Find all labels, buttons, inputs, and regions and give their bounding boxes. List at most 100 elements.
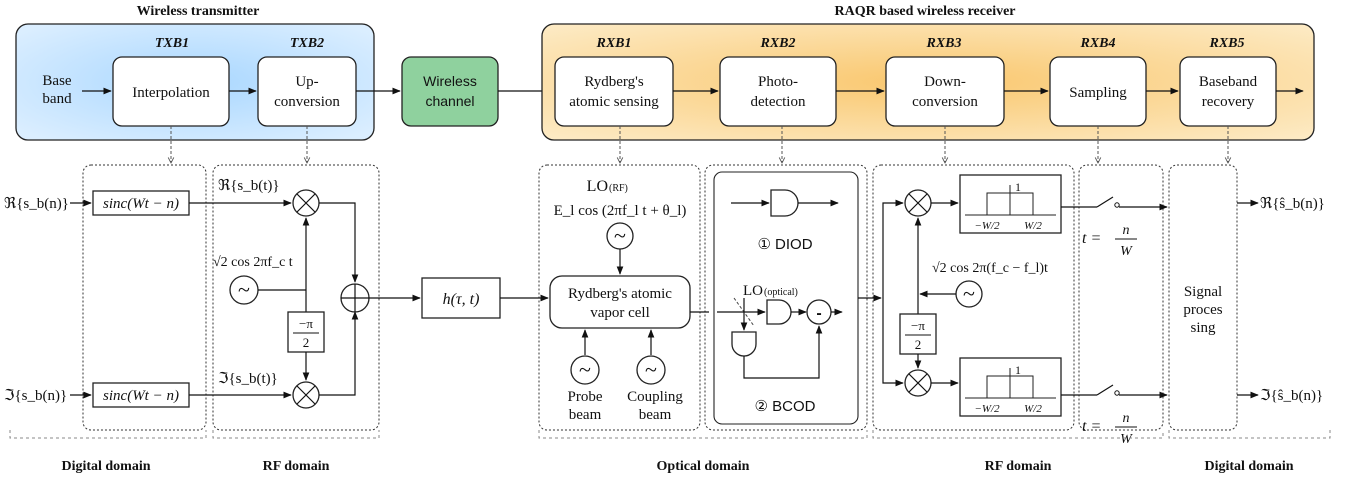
bcod-detector-top-icon: [766, 299, 792, 325]
signal-processing-line3: sing: [1190, 320, 1216, 336]
txb2-line2: conversion: [274, 94, 340, 110]
domain-label-rf-tx: RF domain: [263, 459, 330, 474]
sampling-bottom-den: W: [1120, 432, 1133, 447]
baseband-input-line2: band: [42, 91, 72, 107]
coupling-beam-icon: [636, 355, 666, 385]
sampling-switch-top[interactable]: [1096, 196, 1114, 208]
filter-bottom-left: −W/2: [974, 403, 1000, 415]
lo-field-expr: E_l cos (2πf_l t + θ_l): [554, 203, 687, 219]
rxb3-line2: conversion: [912, 94, 978, 110]
lo-rf-label: LO: [587, 178, 608, 195]
signal-processing-line2: proces: [1183, 302, 1222, 318]
probe-line2: beam: [569, 407, 602, 423]
signal-processing-line1: Signal: [1184, 284, 1222, 300]
rxb5-line1: Baseband: [1199, 74, 1258, 90]
rxb5-line2: recovery: [1202, 94, 1255, 110]
filter-top-right: W/2: [1024, 220, 1042, 232]
rxb4-tag: RXB4: [1079, 36, 1115, 51]
digital-rx-panel: [1168, 164, 1238, 431]
coupling-osc-symbol: ~: [645, 357, 657, 382]
txb2-tag: TXB2: [290, 36, 324, 51]
tx-osc-symbol: ~: [238, 277, 250, 302]
digital-tx-panel: [82, 164, 207, 431]
coupling-line2: beam: [639, 407, 672, 423]
sampling-panel: [1078, 164, 1164, 431]
txb2-line1: Up-: [295, 74, 318, 90]
tx-phase-den: 2: [303, 335, 310, 350]
rf-imag-label: ℑ{s_b(t)}: [218, 371, 278, 387]
channel-impulse-label: h(τ, t): [443, 291, 480, 308]
sampling-switch-bottom[interactable]: [1096, 384, 1114, 396]
rxb4-label: Sampling: [1069, 85, 1127, 101]
rx-osc-symbol: ~: [963, 281, 975, 306]
sampling-top-num: n: [1123, 223, 1130, 238]
txb2-upconversion-block[interactable]: [257, 56, 357, 127]
tx-phase-num: −π: [299, 316, 313, 331]
domain-bracket-rf-rx: [872, 430, 1164, 439]
rxb5-tag: RXB5: [1208, 36, 1244, 51]
sampling-bottom-t: t =: [1082, 418, 1101, 435]
rf-real-label: ℜ{s_b(t)}: [218, 178, 280, 194]
rxb3-downconversion-block[interactable]: [885, 56, 1005, 127]
tx-oscillator-expr: √2 cos 2πf_c t: [213, 255, 293, 270]
diod-label: ① DIOD: [757, 236, 812, 253]
rx-phase-den: 2: [915, 337, 922, 352]
rxb2-tag: RXB2: [759, 36, 795, 51]
domain-label-rf-rx: RF domain: [985, 459, 1052, 474]
bcod-minus-symbol: -: [816, 305, 821, 322]
rxb2-photodetection-block[interactable]: [719, 56, 837, 127]
filter-bottom-right: W/2: [1024, 403, 1042, 415]
probe-osc-symbol: ~: [579, 357, 591, 382]
output-real-label: ℜ{ŝ_b(n)}: [1260, 196, 1325, 212]
input-imag-label: ℑ{s_b(n)}: [4, 388, 67, 404]
rxb1-atomic-sensing-block[interactable]: [554, 56, 674, 127]
txb1-tag: TXB1: [155, 36, 189, 51]
rx-oscillator-expr: √2 cos 2π(f_c − f_l)t: [932, 261, 1048, 276]
channel-line1: Wireless: [423, 73, 477, 89]
domain-bracket-optical: [538, 430, 868, 439]
domain-label-digital-tx: Digital domain: [61, 459, 150, 474]
transmitter-title: Wireless transmitter: [137, 4, 260, 19]
probe-line1: Probe: [568, 389, 603, 405]
domain-bracket-digital-rx: [1168, 430, 1331, 439]
rx-phase-num: −π: [911, 318, 925, 333]
output-imag-label: ℑ{ŝ_b(n)}: [1260, 388, 1323, 404]
sampling-top-den: W: [1120, 244, 1133, 259]
vapor-cell-block[interactable]: [549, 275, 691, 329]
rxb5-baseband-recovery-block[interactable]: [1179, 56, 1277, 127]
rxb2-line2: detection: [751, 94, 806, 110]
lo-optical-label: LO: [743, 283, 763, 299]
probe-beam-icon: [570, 355, 600, 385]
sampling-top-t: t =: [1082, 230, 1101, 247]
lo-optical-sub: (optical): [764, 287, 798, 298]
sinc-bottom-label: sinc(Wt − n): [103, 388, 179, 404]
vapor-line2: vapor cell: [590, 305, 650, 321]
photodetection-panel: [704, 164, 868, 431]
domain-bracket-rf-tx: [212, 430, 380, 439]
lo-rf-sub: (RF): [609, 183, 628, 194]
txb1-label: Interpolation: [132, 85, 210, 101]
diod-detector-icon: [770, 189, 799, 217]
sampling-bottom-num: n: [1123, 411, 1130, 426]
filter-top-left: −W/2: [974, 220, 1000, 232]
channel-line2: channel: [425, 93, 474, 109]
sinc-filter-top[interactable]: [92, 190, 190, 216]
sinc-top-label: sinc(Wt − n): [103, 196, 179, 212]
bcod-detector-bottom-icon: [731, 331, 757, 357]
lo-rf-osc-symbol: ~: [614, 223, 626, 248]
coupling-line1: Coupling: [627, 389, 683, 405]
rxb1-line1: Rydberg's: [584, 74, 643, 90]
rxb1-line2: atomic sensing: [569, 94, 659, 110]
rxb3-tag: RXB3: [925, 36, 961, 51]
receiver-title: RAQR based wireless receiver: [834, 4, 1015, 19]
vapor-line1: Rydberg's atomic: [568, 286, 672, 302]
rxb3-line1: Down-: [924, 74, 966, 90]
baseband-input-line1: Base: [42, 73, 72, 89]
rxb1-tag: RXB1: [595, 36, 631, 51]
channel-impulse-block[interactable]: [421, 277, 501, 319]
wireless-channel-block[interactable]: [401, 56, 499, 127]
domain-label-optical: Optical domain: [657, 459, 750, 474]
domain-label-digital-rx: Digital domain: [1204, 459, 1293, 474]
bcod-label: ② BCOD: [755, 398, 816, 415]
